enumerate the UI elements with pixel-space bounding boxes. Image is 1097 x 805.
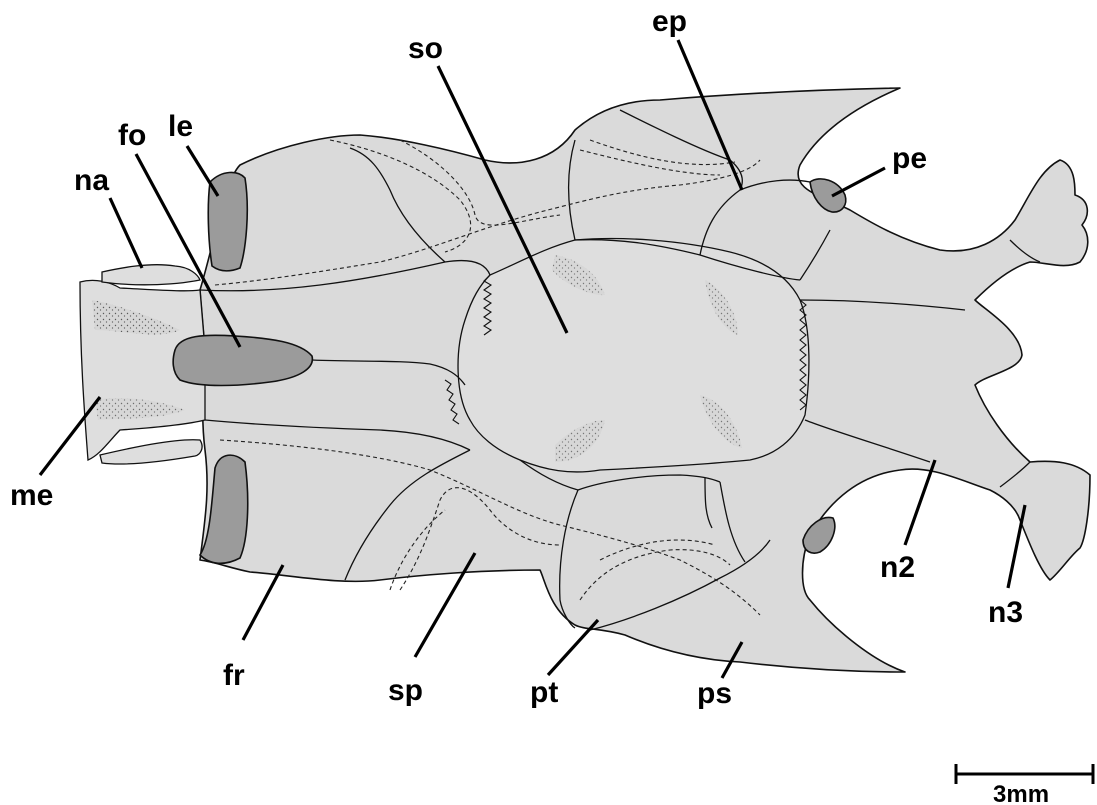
nasal-bone-lower — [100, 440, 202, 464]
leader-n3 — [1008, 505, 1025, 588]
label-pe: pe — [892, 142, 927, 175]
supraoccipital-bone — [458, 239, 809, 472]
leader-fr — [243, 565, 283, 640]
leader-le — [187, 146, 218, 196]
label-le: le — [168, 110, 193, 143]
label-pt: pt — [530, 676, 558, 709]
label-sp: sp — [388, 674, 423, 707]
label-n3: n3 — [988, 596, 1023, 629]
label-fr: fr — [223, 659, 245, 692]
label-n2: n2 — [880, 551, 915, 584]
label-ep: ep — [652, 5, 687, 38]
scale-bar: 3mm — [955, 764, 1094, 805]
leader-pt — [548, 620, 598, 675]
scale-bar-label: 3mm — [993, 781, 1049, 805]
label-me: me — [10, 479, 53, 512]
leader-n2 — [905, 460, 935, 545]
leader-na — [110, 198, 142, 268]
nasal-bone-upper — [102, 265, 200, 285]
label-na: na — [74, 164, 109, 197]
leader-pe — [832, 168, 885, 196]
label-so: so — [408, 32, 443, 65]
label-ps: ps — [697, 677, 732, 710]
label-fo: fo — [118, 119, 146, 152]
